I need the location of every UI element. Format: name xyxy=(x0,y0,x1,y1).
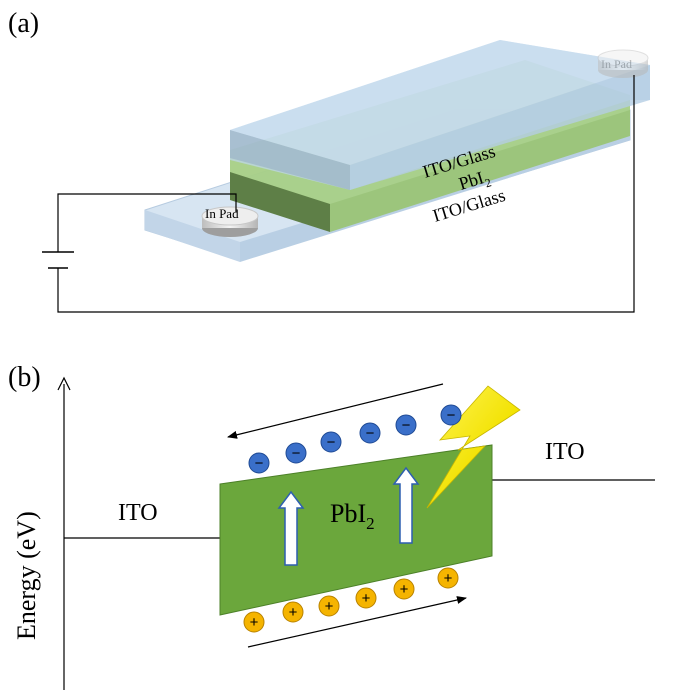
electron-group: − − − − − − xyxy=(248,404,462,474)
svg-text:+: + xyxy=(289,604,298,621)
right-electrode-label: ITO xyxy=(545,439,585,465)
left-electrode-label: ITO xyxy=(118,500,158,526)
drift-arrow-right xyxy=(392,466,420,544)
energy-axis-label: Energy (eV) xyxy=(12,511,41,640)
svg-text:+: + xyxy=(362,590,371,607)
right-in-pad: In Pad xyxy=(597,49,649,78)
hole-icon: + xyxy=(282,601,304,623)
svg-text:−: − xyxy=(292,445,301,462)
lightning-icon xyxy=(426,385,521,509)
left-in-pad: In Pad xyxy=(201,206,259,237)
electron-icon: − xyxy=(359,422,381,444)
svg-text:−: − xyxy=(402,417,411,434)
right-pad-label: In Pad xyxy=(601,57,632,71)
hole-group: + + + + + + xyxy=(243,567,459,633)
svg-text:+: + xyxy=(444,570,453,587)
hole-icon: + xyxy=(355,587,377,609)
svg-text:−: − xyxy=(327,434,336,451)
circuit-wire xyxy=(57,75,635,313)
svg-text:−: − xyxy=(366,425,375,442)
material-label: PbI2 xyxy=(330,499,375,533)
battery-icon xyxy=(42,251,74,269)
left-pad-label: In Pad xyxy=(205,206,239,221)
hole-icon: + xyxy=(437,567,459,589)
hole-icon: + xyxy=(318,595,340,617)
top-glass-slab xyxy=(230,40,650,190)
electron-flow-arrow xyxy=(227,383,444,439)
energy-axis: Energy (eV) xyxy=(12,376,71,690)
hole-icon: + xyxy=(243,611,265,633)
hole-icon: + xyxy=(393,578,415,600)
panel-a-label: (a) xyxy=(8,8,39,39)
svg-text:+: + xyxy=(325,598,334,615)
electron-icon: − xyxy=(395,414,417,436)
hole-flow-arrow xyxy=(247,596,467,648)
electron-icon: − xyxy=(285,442,307,464)
svg-text:+: + xyxy=(400,581,409,598)
svg-text:+: + xyxy=(250,614,259,631)
panel-b: (b) Energy (eV) ITO ITO PbI2 −−−−−− ++++… xyxy=(8,362,655,690)
svg-text:−: − xyxy=(447,407,456,424)
electron-icon: − xyxy=(248,452,270,474)
panel-b-label: (b) xyxy=(8,362,41,393)
svg-text:−: − xyxy=(255,455,264,472)
drift-arrow-left xyxy=(277,490,305,566)
panel-a: (a) ITO/Glass PbI2 ITO/Glass xyxy=(8,8,650,313)
electron-icon: − xyxy=(320,431,342,453)
electron-icon: − xyxy=(440,404,462,426)
pbi2-band xyxy=(219,444,493,616)
